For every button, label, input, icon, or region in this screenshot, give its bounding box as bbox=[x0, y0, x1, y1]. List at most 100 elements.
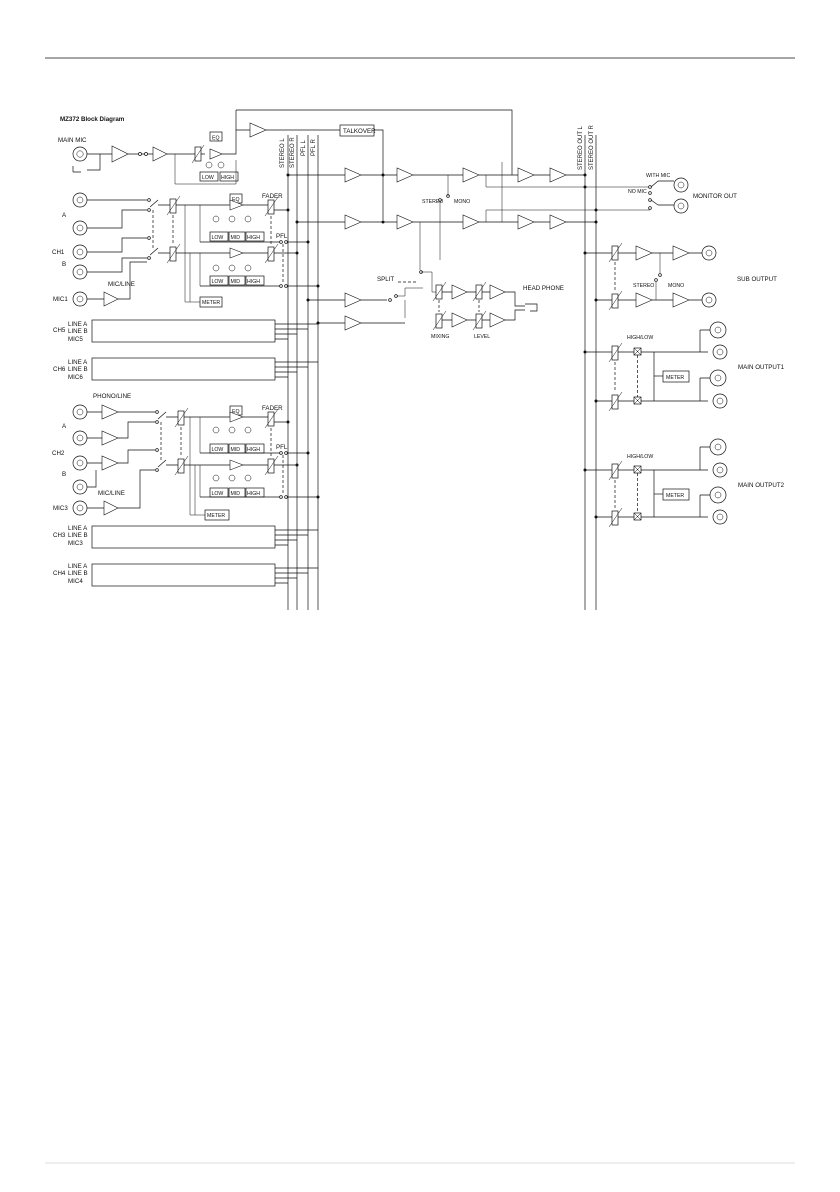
svg-text:LINE A: LINE A bbox=[68, 563, 88, 570]
ch2-meter-box bbox=[204, 509, 230, 521]
mic3-label: MIC3 bbox=[53, 505, 68, 512]
ch1-a-jack-2 bbox=[72, 220, 88, 236]
ch5-block: LINE A CH5 LINE B MIC5 bbox=[53, 319, 318, 343]
svg-text:MID: MID bbox=[231, 491, 241, 497]
ch1-eq-label: EQ bbox=[232, 197, 240, 203]
svg-text:LINE A: LINE A bbox=[68, 321, 88, 328]
sub-output-section: SUB OUTPUT STEREO MONO bbox=[585, 242, 777, 311]
svg-text:MID: MID bbox=[231, 447, 241, 453]
ch2-phono-line-label: PHONO/LINE bbox=[93, 393, 131, 400]
main-output1-meter-box bbox=[662, 370, 690, 383]
svg-text:EQ: EQ bbox=[212, 136, 220, 142]
master-section: STEREO MONO WITH MIC NO MIC MONITOR OUT bbox=[288, 162, 737, 260]
svg-text:LOW: LOW bbox=[212, 235, 224, 241]
bus-label-pfl-r: PFL R bbox=[311, 139, 317, 156]
bus-label-stereo-out-r: STEREO OUT R bbox=[589, 124, 595, 170]
svg-text:LINE B: LINE B bbox=[68, 570, 88, 577]
main-output2-xlr-r bbox=[709, 486, 727, 504]
sub-mono-label: MONO bbox=[668, 283, 684, 289]
main-output1-jack-r bbox=[712, 393, 728, 409]
master-stereo-label: STEREO bbox=[422, 199, 443, 205]
main-mic-preamp bbox=[111, 145, 129, 163]
bus-label-stereo-out-l: STEREO OUT L bbox=[578, 125, 584, 170]
svg-text:METER: METER bbox=[666, 375, 684, 381]
bus-label-pfl-l: PFL L bbox=[301, 140, 307, 156]
sub-output-jack-r bbox=[701, 292, 717, 308]
main-mic-section: MAIN MIC EQ LOW HIGH TALKOVER bbox=[58, 109, 513, 220]
mic1-preamp bbox=[103, 291, 119, 307]
main-output1-jack-l bbox=[712, 344, 728, 360]
mic1-mic-line-label: MIC/LINE bbox=[108, 281, 135, 288]
ch1-pfl-label: PFL bbox=[276, 233, 288, 240]
svg-text:LINE B: LINE B bbox=[68, 366, 88, 373]
main-mic-eq-box bbox=[209, 131, 223, 142]
svg-text:EQ: EQ bbox=[232, 409, 240, 415]
with-mic-label: WITH MIC bbox=[646, 173, 670, 179]
junction-dots bbox=[286, 173, 598, 519]
svg-text:LOW: LOW bbox=[212, 447, 224, 453]
bus-lines bbox=[287, 135, 597, 610]
svg-text:MIC6: MIC6 bbox=[68, 374, 83, 381]
talkover-amp bbox=[249, 122, 267, 138]
split-label: SPLIT bbox=[377, 276, 394, 283]
svg-text:FADER: FADER bbox=[262, 405, 283, 412]
svg-text:LINE A: LINE A bbox=[68, 359, 88, 366]
ch1-b-jack-2 bbox=[72, 264, 88, 280]
main-output2-high-low-label: HIGH/LOW bbox=[627, 454, 653, 460]
main-mic-xlr-jack bbox=[72, 146, 88, 162]
ch6-block: LINE A CH6 LINE B MIC6 bbox=[53, 357, 318, 381]
bus-label-stereo-r: STEREO R bbox=[290, 137, 296, 168]
svg-text:MIC4: MIC4 bbox=[68, 578, 83, 585]
headphone-section: SPLIT HEAD PHONE MIXING LEVEL bbox=[308, 222, 564, 340]
main-output2-jack-r bbox=[712, 509, 728, 525]
svg-text:A: A bbox=[62, 423, 67, 430]
svg-text:HIGH: HIGH bbox=[247, 279, 260, 285]
mic1-xlr-jack bbox=[72, 291, 88, 307]
ch1-meter-label: METER bbox=[202, 300, 220, 306]
svg-text:LINE A: LINE A bbox=[68, 525, 88, 532]
svg-text:HIGH: HIGH bbox=[247, 447, 260, 453]
main-output2-section: HIGH/LOW METER MAIN OUTPUT2 bbox=[585, 438, 785, 528]
svg-text:MID: MID bbox=[231, 235, 241, 241]
ch1-eq-knobs bbox=[212, 215, 252, 272]
ch1-b-label: B bbox=[62, 261, 66, 268]
master-mono-label: MONO bbox=[454, 199, 470, 205]
sub-output-label: SUB OUTPUT bbox=[737, 276, 777, 283]
svg-text:CH5: CH5 bbox=[53, 327, 66, 334]
head-phone-label: HEAD PHONE bbox=[523, 285, 564, 292]
talkover-label: TALKOVER bbox=[343, 128, 376, 135]
sub-output-jack-l bbox=[701, 245, 717, 261]
svg-text:LINE B: LINE B bbox=[68, 532, 88, 539]
svg-text:PFL: PFL bbox=[276, 444, 288, 451]
svg-text:HIGH: HIGH bbox=[221, 175, 234, 181]
svg-text:LOW: LOW bbox=[202, 175, 214, 181]
main-output2-meter-box bbox=[662, 488, 690, 501]
svg-text:MIC/LINE: MIC/LINE bbox=[98, 490, 125, 497]
ch1-a-jack-1 bbox=[72, 192, 88, 208]
ch3-block: LINE A CH3 LINE B MIC3 bbox=[53, 525, 318, 549]
svg-text:HIGH: HIGH bbox=[247, 491, 260, 497]
main-output2-xlr-l bbox=[709, 438, 727, 456]
ch4-block: LINE A CH4 LINE B MIC4 bbox=[53, 563, 318, 587]
ch6-strip-box bbox=[91, 357, 276, 381]
svg-text:CH4: CH4 bbox=[53, 570, 66, 577]
svg-text:METER: METER bbox=[666, 493, 684, 499]
svg-text:HIGH: HIGH bbox=[247, 235, 260, 241]
mixing-label: MIXING bbox=[431, 334, 449, 340]
ch1-label: CH1 bbox=[52, 249, 65, 256]
main-output1-section: HIGH/LOW METER MAIN OUTPUT1 bbox=[585, 321, 785, 412]
svg-text:LOW: LOW bbox=[212, 491, 224, 497]
ch1-section: A CH1 B MIC1 MIC/LINE METER EQ LOW MID H… bbox=[52, 192, 318, 308]
diagram-title: MZ372 Block Diagram bbox=[60, 116, 125, 123]
monitor-out-label: MONITOR OUT bbox=[693, 193, 737, 200]
ch4-strip-box bbox=[91, 563, 276, 587]
ch1-b-jack-1 bbox=[72, 244, 88, 260]
ch5-strip-box bbox=[91, 319, 276, 343]
headphone-jack bbox=[525, 303, 538, 312]
main-output1-label: MAIN OUTPUT1 bbox=[738, 364, 785, 371]
ch1-a-label: A bbox=[62, 212, 67, 219]
svg-text:MIC3: MIC3 bbox=[68, 540, 83, 547]
ch3-strip-box bbox=[91, 525, 276, 549]
